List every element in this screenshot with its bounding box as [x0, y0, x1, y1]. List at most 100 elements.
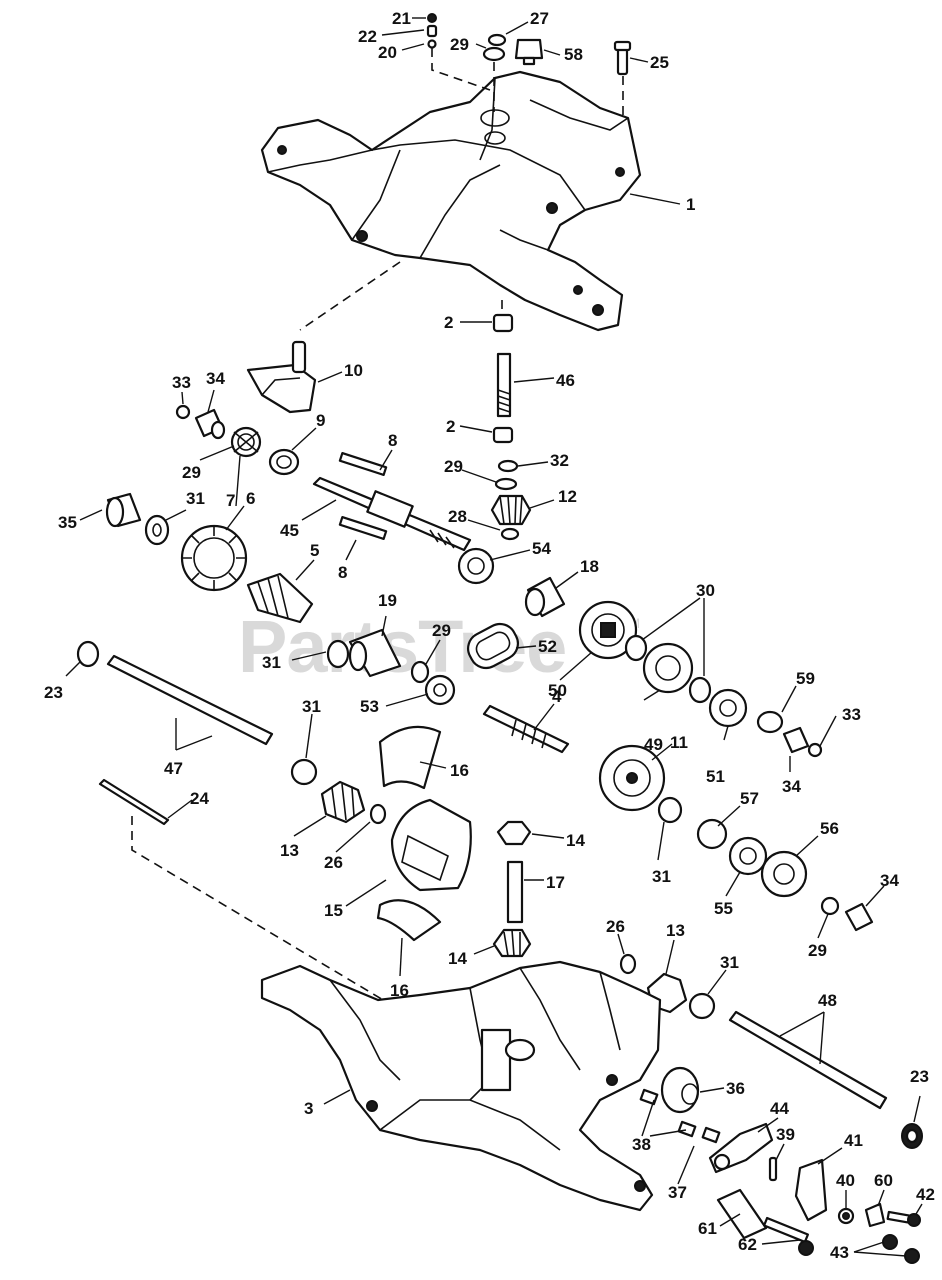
- callout-31: 31: [720, 953, 739, 972]
- callout-11: 11: [670, 733, 688, 752]
- gear-11: [598, 744, 666, 812]
- callout-13: 13: [666, 921, 685, 940]
- bevel-gear-12: [490, 494, 532, 526]
- top-small-parts: [426, 13, 632, 120]
- callout-37: 37: [668, 1183, 687, 1202]
- callout-47: 47: [164, 759, 183, 778]
- callout-24: 24: [190, 789, 209, 808]
- callout-31: 31: [302, 697, 321, 716]
- callout-59: 59: [796, 669, 815, 688]
- gear-54: [457, 547, 495, 585]
- callout-55: 55: [714, 899, 733, 918]
- callout-23: 23: [910, 1067, 929, 1086]
- callout-25: 25: [650, 53, 669, 72]
- bevel-gear-14b: [492, 928, 532, 958]
- bushing-35: [105, 492, 142, 528]
- callout-33: 33: [842, 705, 861, 724]
- callout-13: 13: [280, 841, 299, 860]
- callout-3: 3: [304, 1099, 313, 1118]
- callout-58: 58: [564, 45, 583, 64]
- callout-14: 14: [566, 831, 585, 850]
- gear-49: [642, 642, 694, 694]
- callout-32: 32: [550, 451, 569, 470]
- lower-housing: [260, 960, 662, 1212]
- callout-45: 45: [280, 521, 299, 540]
- callout-26: 26: [324, 853, 343, 872]
- callout-56: 56: [820, 819, 839, 838]
- callout-35: 35: [58, 513, 77, 532]
- upper-housing: [260, 70, 642, 332]
- bracket-10: [246, 340, 317, 414]
- callout-8: 8: [338, 563, 347, 582]
- callout-5: 5: [310, 541, 319, 560]
- callout-40: 40: [836, 1171, 855, 1190]
- callout-44: 44: [770, 1099, 789, 1118]
- callout-29: 29: [450, 35, 469, 54]
- shaft-46: [496, 352, 512, 418]
- callout-14: 14: [448, 949, 467, 968]
- chain-52: [467, 622, 519, 670]
- callout-29: 29: [182, 463, 201, 482]
- callout-8: 8: [388, 431, 397, 450]
- shaft-4: [482, 704, 570, 754]
- callout-60: 60: [874, 1171, 893, 1190]
- callout-28: 28: [448, 507, 467, 526]
- callout-10: 10: [344, 361, 363, 380]
- callout-50: 50: [548, 681, 567, 700]
- callout-34: 34: [206, 369, 225, 388]
- callout-15: 15: [324, 901, 343, 920]
- callout-62: 62: [738, 1235, 757, 1254]
- axle-47: [106, 654, 274, 746]
- bevel-gear-13: [320, 780, 366, 824]
- callout-18: 18: [580, 557, 599, 576]
- gear-50: [578, 600, 638, 660]
- callout-31: 31: [652, 867, 671, 886]
- callout-51: 51: [706, 767, 725, 786]
- callout-17: 17: [546, 873, 565, 892]
- callout-26: 26: [606, 917, 625, 936]
- callout-labels: 21 22 20 27 29 58 25 1 2 10 46 33 34 9 2…: [44, 9, 935, 1262]
- callout-16: 16: [450, 761, 469, 780]
- lever-44: [708, 1122, 774, 1174]
- callout-39: 39: [776, 1125, 795, 1144]
- callout-27: 27: [530, 9, 549, 28]
- callout-33: 33: [172, 373, 191, 392]
- callout-1: 1: [686, 195, 695, 214]
- callout-34: 34: [782, 777, 801, 796]
- callout-53: 53: [360, 697, 379, 716]
- bevel-gear-14a: [496, 820, 532, 846]
- gear-7: [230, 426, 262, 458]
- bushing-18: [524, 576, 566, 618]
- callout-38: 38: [632, 1135, 651, 1154]
- callout-57: 57: [740, 789, 759, 808]
- callout-2: 2: [444, 313, 453, 332]
- callout-6: 6: [246, 489, 255, 508]
- callout-23: 23: [44, 683, 63, 702]
- callout-21: 21: [392, 9, 411, 28]
- callout-29: 29: [808, 941, 827, 960]
- callout-48: 48: [818, 991, 837, 1010]
- callout-29: 29: [444, 457, 463, 476]
- callout-43: 43: [830, 1243, 849, 1262]
- callout-52: 52: [538, 637, 557, 656]
- callout-22: 22: [358, 27, 377, 46]
- gear-51: [708, 688, 748, 728]
- bushing-19: [348, 628, 402, 678]
- callout-30: 30: [696, 581, 715, 600]
- callout-4: 4: [552, 687, 562, 706]
- callout-2: 2: [446, 417, 455, 436]
- gear-6: [180, 524, 248, 592]
- shaft-45: [312, 476, 472, 552]
- callout-42: 42: [916, 1185, 935, 1204]
- cam-36: [660, 1066, 700, 1114]
- callout-29: 29: [432, 621, 451, 640]
- callout-19: 19: [378, 591, 397, 610]
- callout-54: 54: [532, 539, 551, 558]
- callout-12: 12: [558, 487, 577, 506]
- callout-16: 16: [390, 981, 409, 1000]
- callout-31: 31: [186, 489, 205, 508]
- callout-46: 46: [556, 371, 575, 390]
- callout-36: 36: [726, 1079, 745, 1098]
- callout-20: 20: [378, 43, 397, 62]
